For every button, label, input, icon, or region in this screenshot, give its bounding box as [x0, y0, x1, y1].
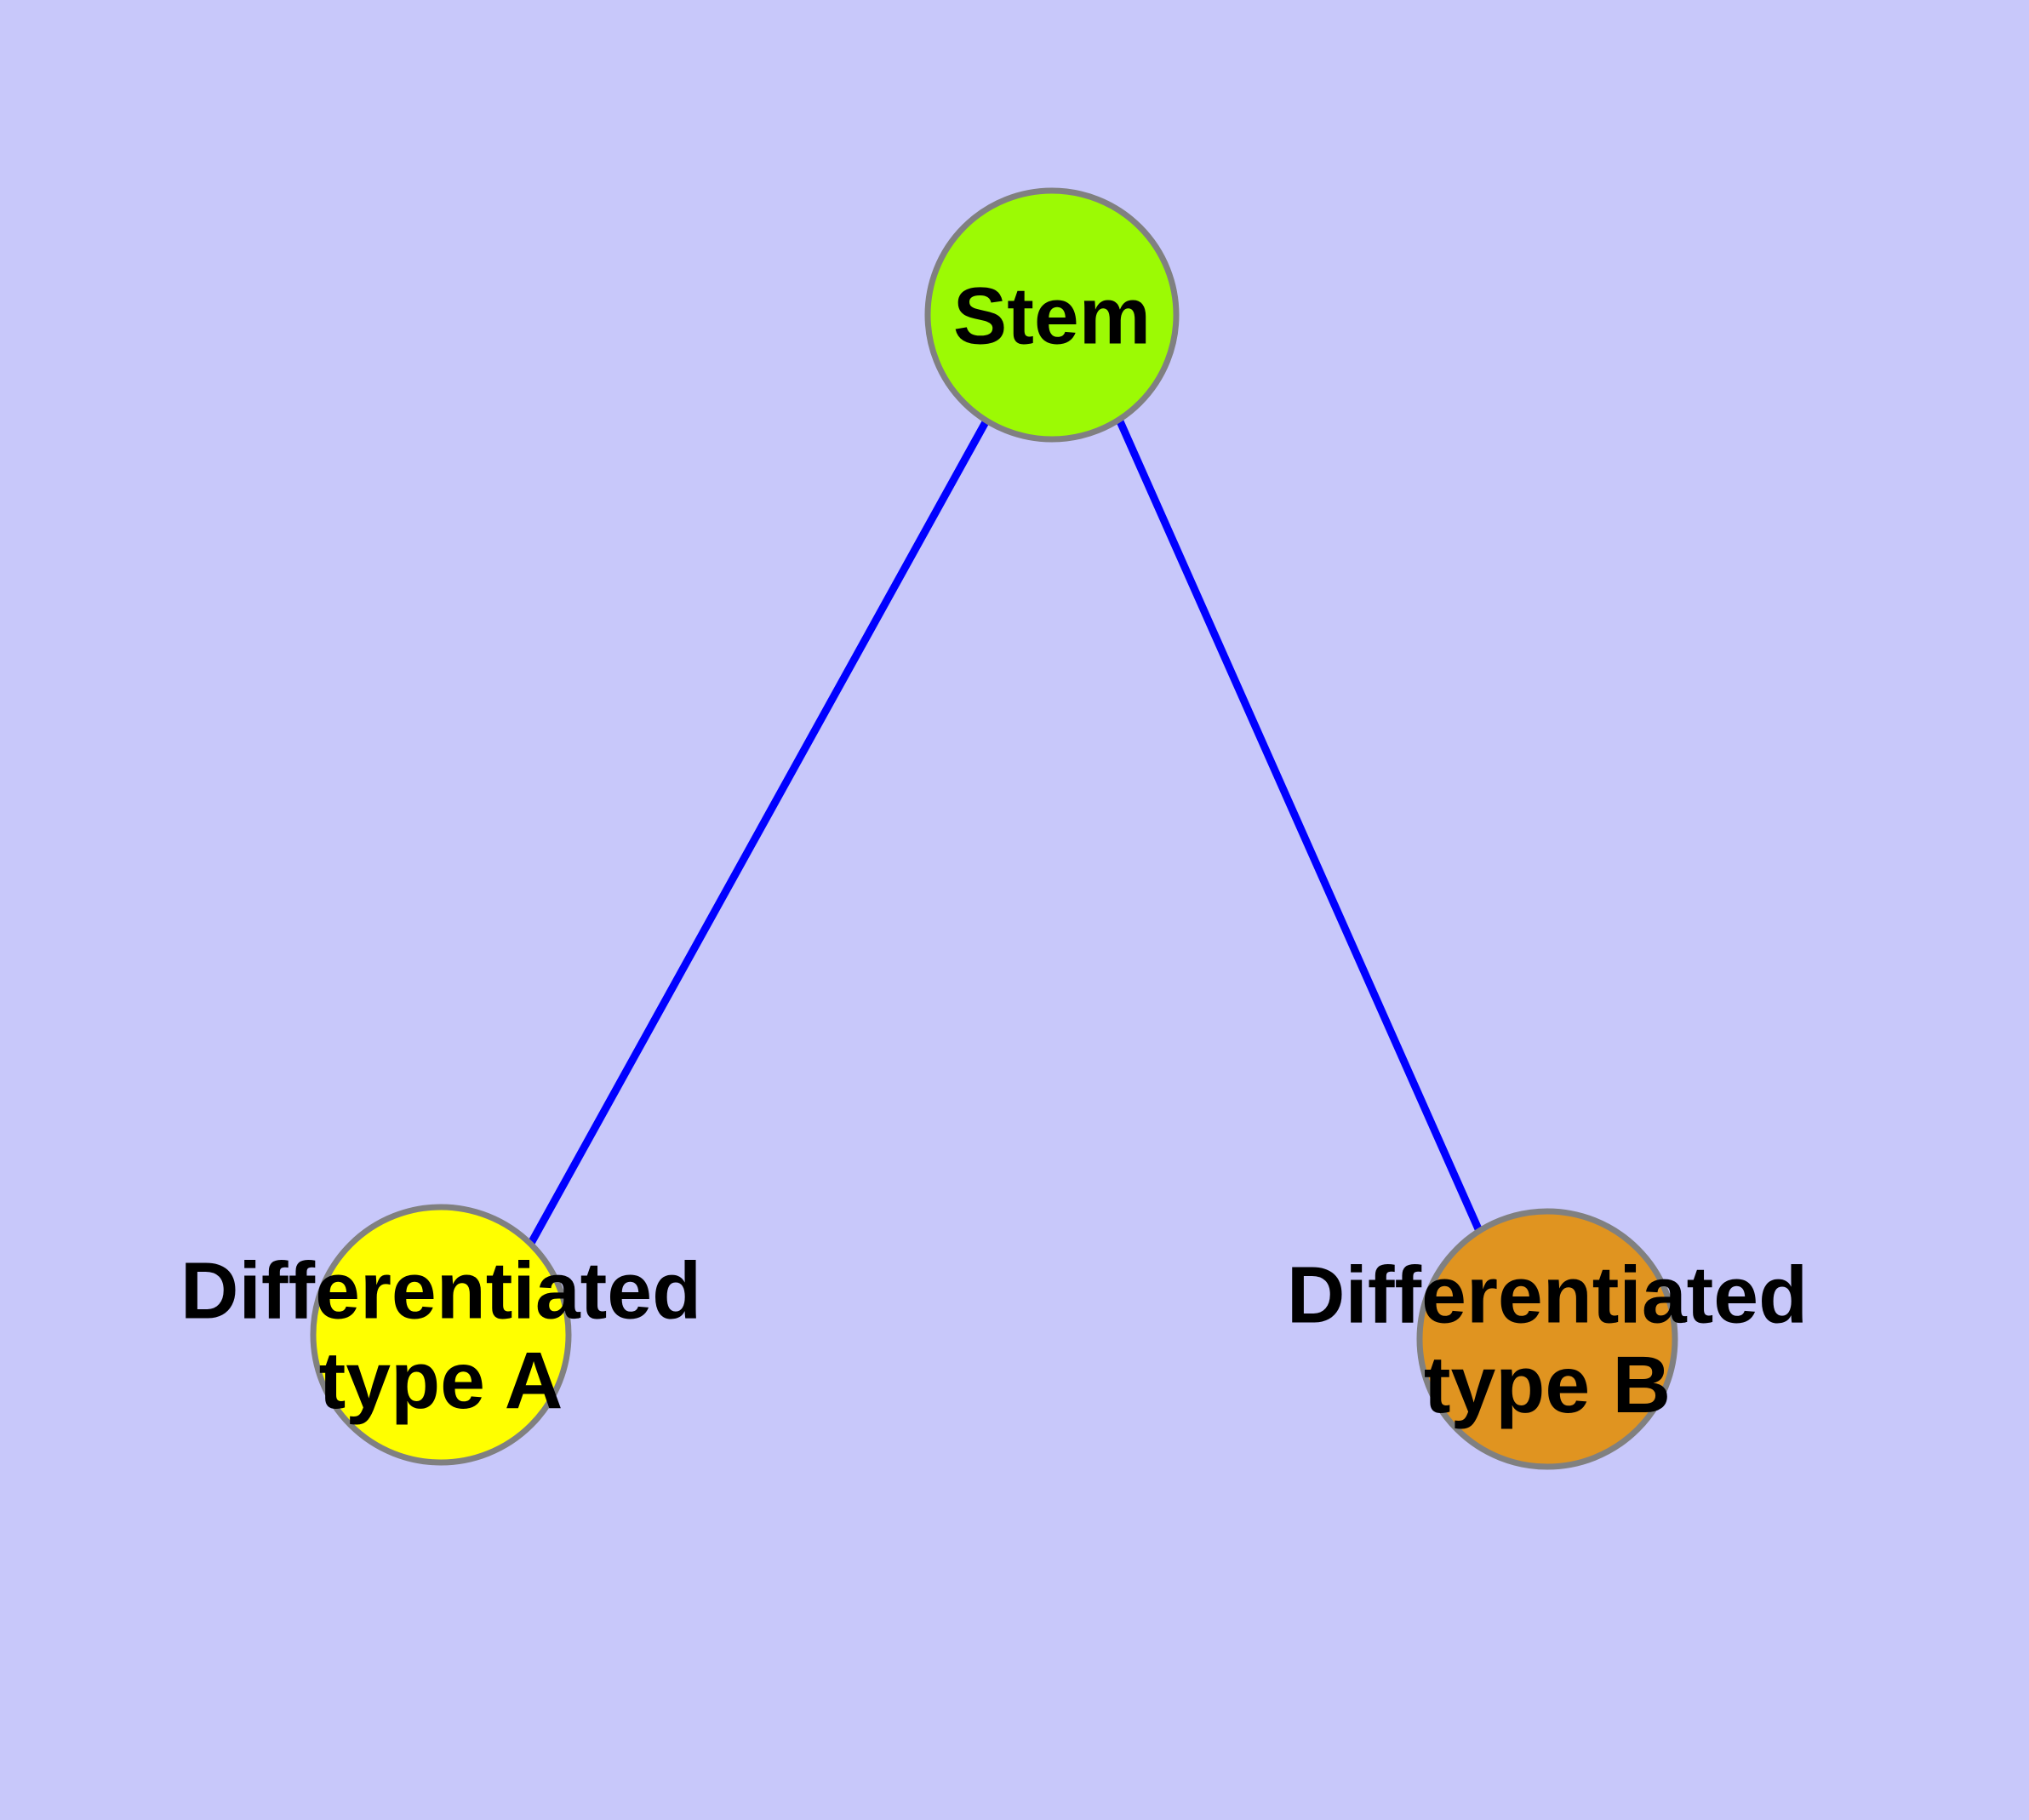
node-stem-label: Stem: [953, 271, 1151, 361]
node-label-line: Differentiated: [1287, 1251, 1808, 1341]
node-label-line: Stem: [953, 271, 1151, 361]
edge-stem-to-differentiated-type-b[interactable]: [1116, 420, 1483, 1233]
edge-stem-to-differentiated-type-a[interactable]: [522, 418, 990, 1256]
node-label-line: type A: [319, 1336, 563, 1426]
node-label-line: Differentiated: [180, 1246, 701, 1336]
edges-group: [522, 418, 1483, 1256]
node-stem-circle[interactable]: [924, 187, 1180, 443]
node-label-line: type B: [1424, 1340, 1671, 1430]
nodes-group: [310, 187, 1678, 1470]
node-differentiated-type-b-circle[interactable]: [1416, 1208, 1678, 1470]
node-differentiated-type-a-circle[interactable]: [310, 1204, 572, 1466]
